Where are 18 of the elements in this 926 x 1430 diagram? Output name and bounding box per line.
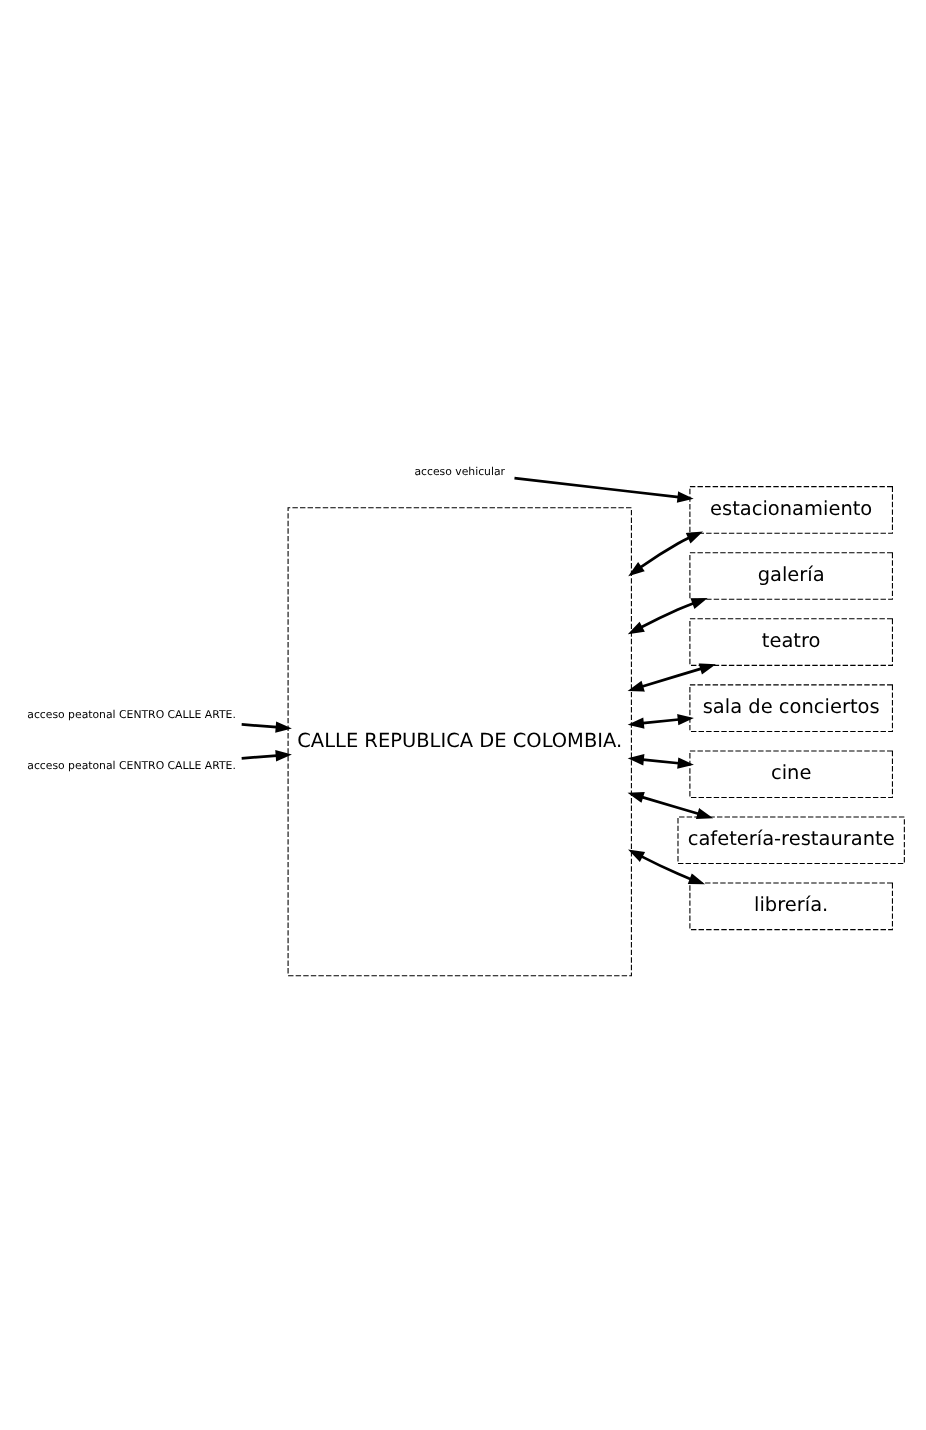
node-box: galería [689, 551, 893, 599]
arrow [628, 848, 706, 884]
node-box: estacionamiento [689, 485, 893, 533]
node-box: CALLE REPUBLICA DE COLOMBIA. [287, 506, 632, 976]
arrow [241, 749, 292, 761]
arrow [241, 720, 292, 732]
node-box: sala de conciertos [689, 683, 893, 731]
node-box: cafetería-restaurante [677, 815, 905, 864]
arrow [627, 662, 716, 691]
node-box: cine [689, 749, 893, 798]
node-box: teatro [689, 617, 893, 665]
arrow [627, 712, 694, 728]
arrow [627, 790, 714, 819]
arrow [627, 596, 708, 634]
arrow [628, 530, 704, 576]
node-box: librería. [689, 881, 893, 930]
arrow [627, 753, 694, 768]
arrow [514, 475, 694, 502]
